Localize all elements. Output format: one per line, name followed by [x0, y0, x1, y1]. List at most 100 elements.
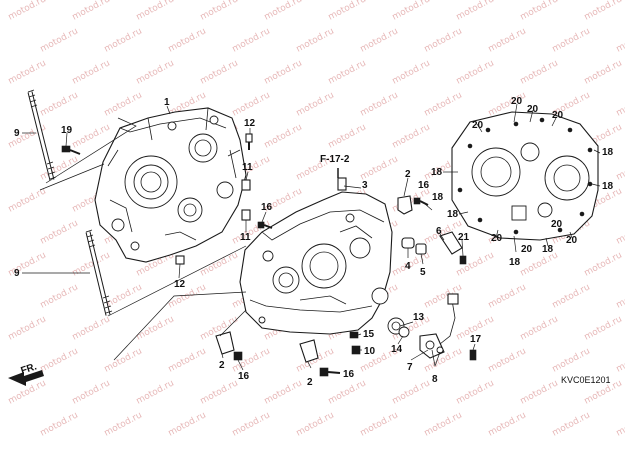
callout-8: 8 — [432, 374, 438, 385]
callout-12-upper: 12 — [244, 118, 256, 129]
watermark-text: motod.ru — [583, 58, 624, 86]
watermark-text: motod.ru — [583, 314, 624, 342]
watermark-text: motod.ru — [487, 282, 528, 310]
watermark-text: motod.ru — [7, 0, 48, 23]
watermark-text: motod.ru — [263, 378, 304, 406]
watermark-text: motod.ru — [615, 410, 625, 438]
watermark-text: motod.ru — [7, 378, 48, 406]
watermark-text: motod.ru — [615, 90, 625, 118]
watermark-text: motod.ru — [71, 378, 112, 406]
bolt-12-upper — [245, 133, 253, 150]
bolt-21 — [459, 255, 467, 265]
reference-f-17-2[interactable]: F-17-2 — [320, 154, 350, 165]
watermark-text: motod.ru — [231, 346, 272, 374]
watermark-text: motod.ru — [71, 58, 112, 86]
watermark-text: motod.ru — [487, 346, 528, 374]
bolt-17 — [469, 349, 477, 361]
bolt-10 — [351, 345, 361, 355]
callout-18-f: 18 — [509, 257, 521, 268]
watermark-text: motod.ru — [103, 26, 144, 54]
watermark-text: motod.ru — [199, 58, 240, 86]
watermark-text: motod.ru — [551, 410, 592, 438]
watermark-text: motod.ru — [39, 346, 80, 374]
watermark-text: motod.ru — [231, 410, 272, 438]
callout-18-d: 18 — [602, 147, 614, 158]
callout-2-center: 2 — [307, 377, 313, 388]
watermark-text: motod.ru — [551, 282, 592, 310]
callout-18-g: 18 — [542, 244, 554, 255]
watermark-text: motod.ru — [39, 282, 80, 310]
callout-9-lower: 9 — [14, 268, 20, 279]
callout-15: 15 — [363, 329, 375, 340]
bracket-2-left — [215, 331, 235, 355]
callout-17: 17 — [470, 334, 482, 345]
bolt-15 — [349, 331, 359, 339]
watermark-text: motod.ru — [7, 58, 48, 86]
watermark-text: motod.ru — [551, 26, 592, 54]
front-arrow-icon — [8, 370, 44, 386]
callout-7: 7 — [407, 362, 413, 373]
bolt-16-upper-left — [257, 221, 273, 229]
watermark-text: motod.ru — [167, 346, 208, 374]
watermark-text: motod.ru — [423, 410, 464, 438]
watermark-text: motod.ru — [263, 58, 304, 86]
bolt-16-left — [233, 351, 243, 361]
watermark-text: motod.ru — [327, 0, 368, 23]
watermark-text: motod.ru — [135, 378, 176, 406]
callout-11-upper: 11 — [242, 162, 253, 173]
watermark-text: motod.ru — [199, 378, 240, 406]
watermark-text: motod.ru — [167, 26, 208, 54]
watermark-text: motod.ru — [519, 378, 560, 406]
front-marker-label: FR. — [20, 361, 39, 377]
callout-5: 5 — [420, 267, 426, 278]
callout-20-c: 20 — [552, 110, 564, 121]
watermark-text: motod.ru — [359, 410, 400, 438]
callout-14: 14 — [391, 344, 403, 355]
watermark-text: motod.ru — [615, 26, 625, 54]
watermark-text: motod.ru — [231, 26, 272, 54]
bracket-2-top — [397, 195, 413, 215]
watermark-text: motod.ru — [327, 378, 368, 406]
watermark-text: motod.ru — [583, 250, 624, 278]
bolt-16-top — [413, 197, 429, 206]
callout-20-a: 20 — [511, 96, 523, 107]
watermark-text: motod.ru — [39, 90, 80, 118]
watermark-text: motod.ru — [39, 26, 80, 54]
crankcase-cover-right — [451, 111, 599, 241]
watermark-text: motod.ru — [615, 218, 625, 246]
watermark-text: motod.ru — [551, 346, 592, 374]
watermark-text: motod.ru — [71, 122, 112, 150]
watermark-text: motod.ru — [455, 0, 496, 23]
bracket-2-center — [299, 339, 319, 363]
watermark-text: motod.ru — [295, 90, 336, 118]
watermark-text: motod.ru — [135, 0, 176, 23]
watermark-text: motod.ru — [359, 90, 400, 118]
dowel-11-lower — [241, 209, 251, 221]
watermark-text: motod.ru — [103, 346, 144, 374]
watermark-text: motod.ru — [615, 346, 625, 374]
watermark-text: motod.ru — [135, 58, 176, 86]
watermark-text: motod.ru — [295, 410, 336, 438]
watermark-text: motod.ru — [487, 410, 528, 438]
watermark-text: motod.ru — [423, 90, 464, 118]
callout-4: 4 — [405, 261, 411, 272]
callout-16-upper-left: 16 — [261, 202, 273, 213]
watermark-text: motod.ru — [263, 0, 304, 23]
right-crankcase — [239, 191, 393, 335]
callout-20-h: 20 — [521, 244, 533, 255]
watermark-text: motod.ru — [487, 26, 528, 54]
watermark-text: motod.ru — [359, 154, 400, 182]
watermark-text: motod.ru — [263, 122, 304, 150]
callout-20-e: 20 — [551, 219, 563, 230]
watermark-text: motod.ru — [327, 122, 368, 150]
watermark-text: motod.ru — [7, 186, 48, 214]
watermark-text: motod.ru — [199, 0, 240, 23]
callout-6: 6 — [436, 226, 442, 237]
watermark-text: motod.ru — [199, 250, 240, 278]
watermark-text: motod.ru — [391, 58, 432, 86]
callout-11-lower: 11 — [240, 232, 251, 243]
watermark-text: motod.ru — [455, 58, 496, 86]
watermark-text: motod.ru — [231, 90, 272, 118]
callout-20-g: 20 — [491, 233, 503, 244]
watermark-text: motod.ru — [391, 250, 432, 278]
